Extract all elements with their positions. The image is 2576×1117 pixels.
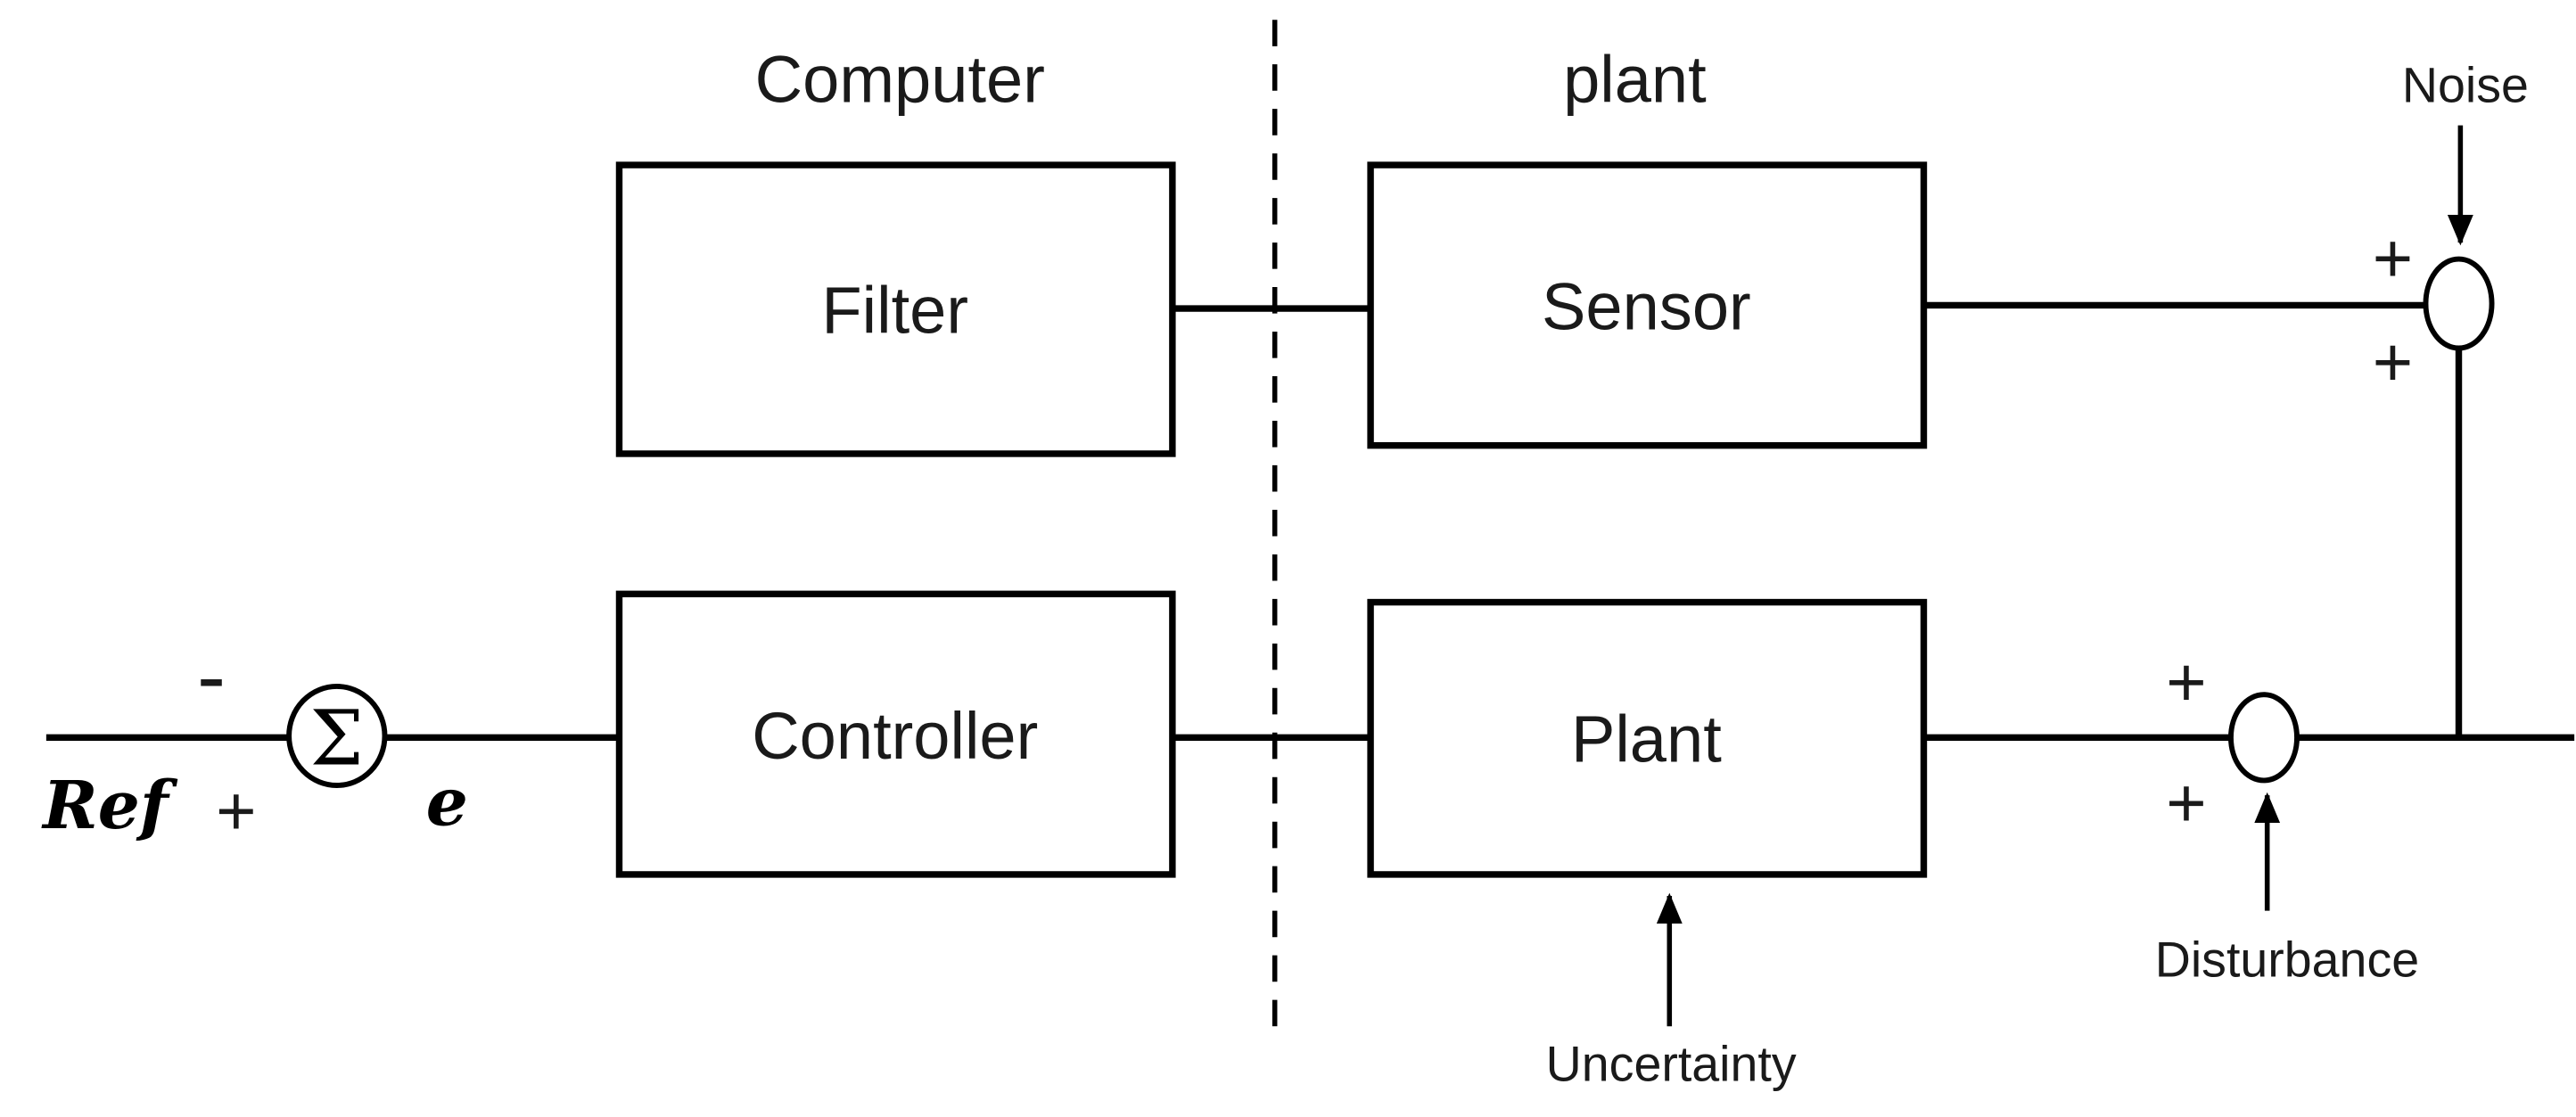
controller-block-label: Controller (752, 699, 1038, 773)
error-summing-junction (286, 683, 388, 788)
noise-label: Noise (2402, 58, 2529, 113)
sensor-block (1367, 161, 1928, 449)
noise-summing-junction (2423, 256, 2495, 351)
error-junction-plus-sign: + (216, 774, 256, 850)
error-junction-minus-sign: - (197, 628, 226, 724)
disturbance-label: Disturbance (2155, 932, 2419, 988)
uncertainty-label: Uncertainty (1546, 1036, 1797, 1091)
filter-block (615, 161, 1176, 457)
sensor-block-label: Sensor (1542, 270, 1751, 344)
section-label-plant: plant (1563, 43, 1707, 117)
disturbance-junction-plus-sign-bottom: + (2166, 765, 2206, 842)
section-label-computer: Computer (755, 43, 1045, 117)
filter-block-label: Filter (821, 273, 968, 347)
controller-block (615, 590, 1176, 878)
noise-junction-plus-sign-bottom: + (2373, 324, 2413, 401)
sigma-symbol: Σ (310, 695, 364, 784)
disturbance-summing-junction (2227, 692, 2300, 784)
ref-signal-label: Ref (41, 767, 178, 844)
error-signal-label: e (426, 763, 468, 841)
plant-block (1367, 598, 1928, 878)
plant-block-label: Plant (1571, 702, 1722, 776)
disturbance-junction-plus-sign-top: + (2166, 645, 2206, 721)
noise-junction-plus-sign-top: + (2373, 221, 2413, 298)
